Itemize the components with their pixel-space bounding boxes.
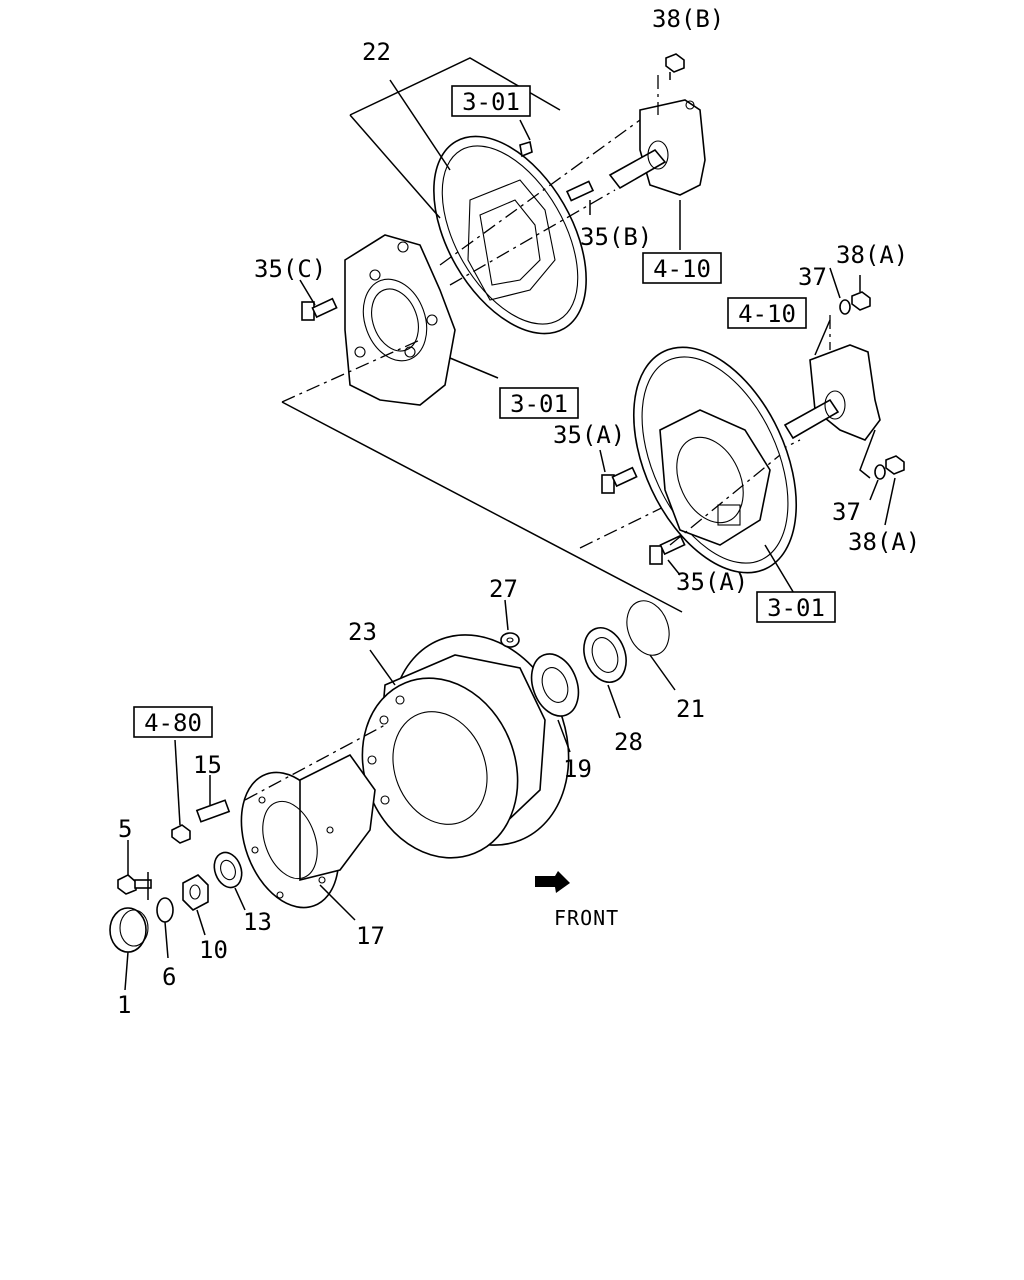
cap-1	[109, 907, 149, 953]
svg-text:3-01: 3-01	[510, 390, 568, 418]
ref-box-4-10-top: 4-10	[642, 252, 722, 284]
front-arrow-icon	[535, 871, 570, 893]
washer-6	[156, 897, 174, 923]
bolt-35a-bottom	[649, 534, 686, 565]
label-19: 19	[563, 755, 592, 783]
bearing-13	[213, 851, 243, 889]
ref-box-3-01-bottom: 3-01	[756, 591, 836, 623]
ref-box-4-10-right: 4-10	[727, 297, 807, 329]
label-35a-bottom: 35(A)	[676, 568, 748, 596]
washer-27	[500, 632, 520, 648]
label-35b: 35(B)	[580, 223, 652, 251]
backing-plate-22	[433, 135, 587, 335]
ref-box-3-01-top: 3-01	[451, 85, 531, 117]
bolt-35a-top	[601, 466, 638, 494]
anchor-plate	[344, 234, 456, 406]
label-5: 5	[118, 815, 132, 843]
nut-38a-bottom	[885, 455, 905, 475]
label-15: 15	[193, 751, 222, 779]
svg-text:4-10: 4-10	[738, 300, 796, 328]
bearing-19	[530, 653, 580, 717]
nut-4-80	[171, 824, 191, 844]
label-6: 6	[162, 963, 176, 991]
label-28: 28	[614, 728, 643, 756]
bolt-35c	[301, 297, 338, 321]
front-label: FRONT	[554, 906, 619, 930]
nut-38a-top	[851, 291, 871, 311]
label-38b: 38(B)	[652, 5, 724, 33]
svg-text:3-01: 3-01	[767, 594, 825, 622]
nut-10	[182, 874, 209, 911]
brake-assembly-right	[632, 346, 798, 574]
stud-15	[195, 799, 231, 823]
label-13: 13	[243, 908, 272, 936]
svg-text:4-80: 4-80	[144, 709, 202, 737]
axle-knuckle-top	[608, 99, 706, 196]
clip-3-01	[519, 140, 533, 158]
label-1: 1	[117, 991, 131, 1019]
axle-knuckle-right	[783, 344, 881, 441]
label-22: 22	[362, 38, 391, 66]
label-38a-bottom: 38(A)	[848, 528, 920, 556]
ref-box-3-01-mid: 3-01	[499, 387, 579, 419]
label-23: 23	[348, 618, 377, 646]
label-10: 10	[199, 936, 228, 964]
label-27: 27	[489, 575, 518, 603]
seal-28	[583, 627, 627, 683]
washer-37-bottom	[874, 464, 886, 480]
snap-ring-21	[626, 600, 670, 656]
washer-37-top	[839, 299, 851, 315]
svg-text:4-10: 4-10	[653, 255, 711, 283]
label-37-bottom: 37	[832, 498, 861, 526]
label-35c: 35(C)	[254, 255, 326, 283]
label-17: 17	[356, 922, 385, 950]
nut-38b	[665, 53, 685, 73]
svg-text:3-01: 3-01	[462, 88, 520, 116]
label-21: 21	[676, 695, 705, 723]
label-38a-top: 38(A)	[836, 241, 908, 269]
bolt-35b	[565, 180, 595, 202]
bolt-5	[117, 874, 152, 895]
label-35a-top: 35(A)	[553, 421, 625, 449]
label-37-top: 37	[798, 263, 827, 291]
hub-17	[240, 753, 376, 909]
brake-drum-23	[361, 634, 570, 859]
ref-box-4-80: 4-80	[133, 706, 213, 738]
